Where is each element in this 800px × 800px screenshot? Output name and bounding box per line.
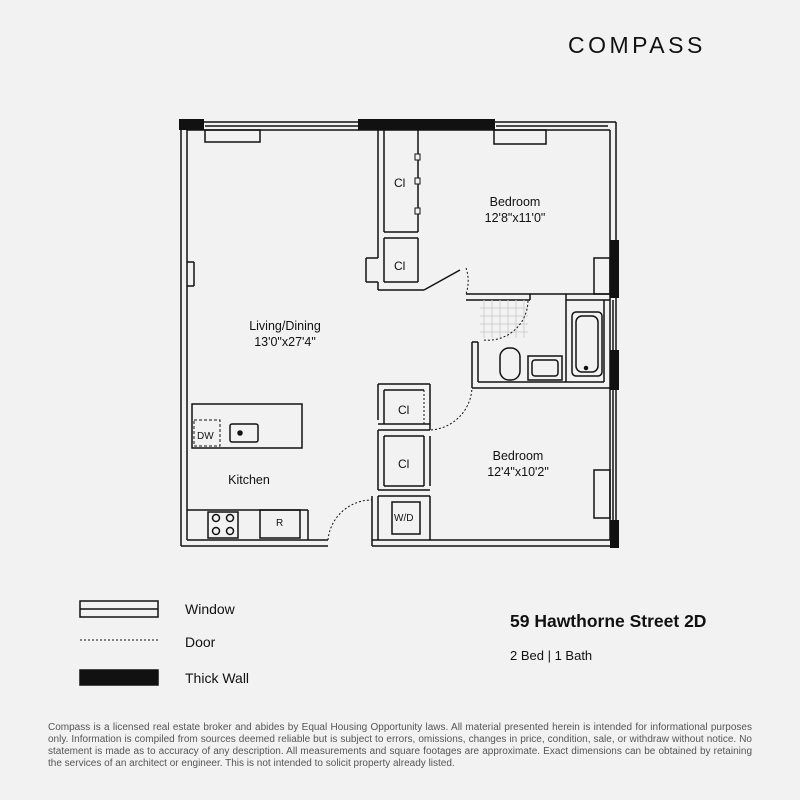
- closet-label-4: Cl: [398, 457, 410, 471]
- bathtub: [571, 311, 603, 377]
- bedroom-2-name: Bedroom: [492, 449, 544, 463]
- bath-walls: [466, 293, 610, 389]
- kitchen-island: [191, 403, 303, 449]
- bath-sink: [527, 355, 563, 381]
- legend-window: Window: [185, 601, 235, 617]
- closet-label-3: Cl: [398, 403, 410, 417]
- toilet: [499, 347, 521, 381]
- legend-thick-wall: Thick Wall: [185, 670, 250, 686]
- bedroom-1-name: Bedroom: [489, 195, 541, 209]
- compass-logo: COMPASS: [568, 32, 706, 58]
- kitchen-label: Kitchen: [212, 472, 286, 488]
- living-name: Living/Dining: [249, 319, 321, 333]
- bedroom-1-label: Bedroom 12'8"x11'0": [455, 194, 575, 226]
- doors: [327, 130, 529, 541]
- bath-floor-tiles: [480, 300, 528, 338]
- thick-walls: [179, 119, 619, 548]
- washer-dryer: [391, 501, 421, 535]
- listing-specs: 2 Bed | 1 Bath: [510, 648, 593, 663]
- closet-label-2: Cl: [394, 259, 406, 273]
- bedroom-2-label: Bedroom 12'4"x10'2": [458, 448, 578, 480]
- refrigerator-label: R: [276, 518, 284, 529]
- closet-label-1: Cl: [394, 176, 406, 190]
- kitchen-name: Kitchen: [228, 473, 270, 487]
- disclaimer: Compass is a licensed real estate broker…: [48, 722, 752, 769]
- bedroom-1-dims: 12'8"x11'0": [484, 211, 546, 225]
- living-dims: 13'0"x27'4": [254, 335, 316, 349]
- dishwasher-label: DW: [197, 431, 214, 442]
- living-label: Living/Dining 13'0"x27'4": [225, 318, 345, 350]
- kitchen-counter: [187, 509, 309, 540]
- bedroom-2-dims: 12'4"x10'2": [487, 465, 549, 479]
- listing-address: 59 Hawthorne Street 2D: [510, 611, 707, 631]
- legend-symbols: [79, 600, 159, 686]
- sink-island: [229, 423, 259, 443]
- washer-dryer-label: W/D: [394, 513, 414, 524]
- legend-door: Door: [185, 634, 216, 650]
